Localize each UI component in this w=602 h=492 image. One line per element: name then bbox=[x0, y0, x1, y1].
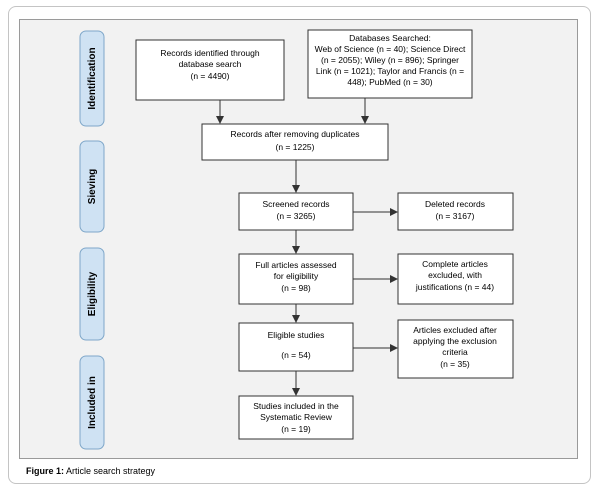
svg-text:Records after removing duplica: Records after removing duplicates bbox=[231, 129, 360, 139]
svg-text:(n = 98): (n = 98) bbox=[281, 283, 311, 293]
svg-text:(n = 19): (n = 19) bbox=[281, 424, 311, 434]
svg-text:Web of Science (n = 40); Scien: Web of Science (n = 40); Science Direct bbox=[315, 44, 466, 54]
svg-text:Eligible studies: Eligible studies bbox=[268, 330, 325, 340]
caption-label: Figure 1: bbox=[26, 466, 65, 476]
caption-text: Article search strategy bbox=[64, 466, 156, 476]
svg-text:Deleted records: Deleted records bbox=[425, 199, 485, 209]
box-deleted: Deleted records (n = 3167) bbox=[397, 192, 514, 231]
box-databases-searched: Databases Searched: Web of Science (n = … bbox=[307, 29, 473, 99]
svg-text:Complete articles: Complete articles bbox=[422, 259, 488, 269]
svg-text:Records identified through: Records identified through bbox=[160, 48, 260, 58]
svg-text:(n = 35): (n = 35) bbox=[440, 359, 470, 369]
stage-sieving: Sieving bbox=[79, 140, 105, 233]
svg-text:(n = 1225): (n = 1225) bbox=[276, 142, 315, 152]
svg-text:(n = 2055); Wiley (n = 896); S: (n = 2055); Wiley (n = 896); Springer bbox=[321, 55, 459, 65]
svg-text:Articles excluded after: Articles excluded after bbox=[413, 325, 497, 335]
figure-panel bbox=[19, 19, 578, 459]
svg-text:justifications (n = 44): justifications (n = 44) bbox=[415, 282, 494, 292]
svg-text:Screened records: Screened records bbox=[262, 199, 329, 209]
box-eligible: Eligible studies (n = 54) bbox=[238, 322, 354, 372]
box-included: Studies included in the Systematic Revie… bbox=[238, 395, 354, 440]
svg-text:448); PubMed (n = 30): 448); PubMed (n = 30) bbox=[347, 77, 432, 87]
stage-eligibility: Eligibility bbox=[79, 247, 105, 341]
svg-text:Eligibility: Eligibility bbox=[87, 271, 98, 316]
svg-text:for eligibility: for eligibility bbox=[274, 271, 319, 281]
svg-text:Sieving: Sieving bbox=[87, 169, 98, 205]
svg-text:applying the exclusion: applying the exclusion bbox=[413, 336, 497, 346]
svg-text:Systematic Review: Systematic Review bbox=[260, 412, 333, 422]
svg-text:Full articles assessed: Full articles assessed bbox=[255, 260, 337, 270]
svg-text:Studies included in the: Studies included in the bbox=[253, 401, 339, 411]
svg-text:(n = 3167): (n = 3167) bbox=[436, 211, 475, 221]
box-full-articles: Full articles assessed for eligibility (… bbox=[238, 253, 354, 305]
svg-text:Included in: Included in bbox=[87, 376, 98, 429]
svg-text:(n = 4490): (n = 4490) bbox=[191, 71, 230, 81]
svg-text:Identification: Identification bbox=[87, 47, 98, 109]
svg-text:(n = 54): (n = 54) bbox=[281, 350, 311, 360]
box-records-identified: Records identified through database sear… bbox=[135, 39, 285, 101]
svg-text:excluded, with: excluded, with bbox=[428, 270, 482, 280]
stage-identification: Identification bbox=[79, 30, 105, 127]
box-screened: Screened records (n = 3265) bbox=[238, 192, 354, 231]
svg-text:Databases Searched:: Databases Searched: bbox=[349, 33, 431, 43]
svg-text:database search: database search bbox=[179, 59, 242, 69]
stage-included: Included in bbox=[79, 355, 105, 450]
figure-caption: Figure 1: Article search strategy bbox=[26, 466, 155, 476]
svg-text:Link (n = 1021); Taylor and Fr: Link (n = 1021); Taylor and Francis (n = bbox=[316, 66, 464, 76]
svg-text:criteria: criteria bbox=[442, 347, 468, 357]
box-complete-excluded: Complete articles excluded, with justifi… bbox=[397, 253, 514, 305]
svg-text:(n = 3265): (n = 3265) bbox=[277, 211, 316, 221]
box-articles-excluded: Articles excluded after applying the exc… bbox=[397, 319, 514, 379]
box-after-duplicates: Records after removing duplicates (n = 1… bbox=[201, 123, 389, 161]
